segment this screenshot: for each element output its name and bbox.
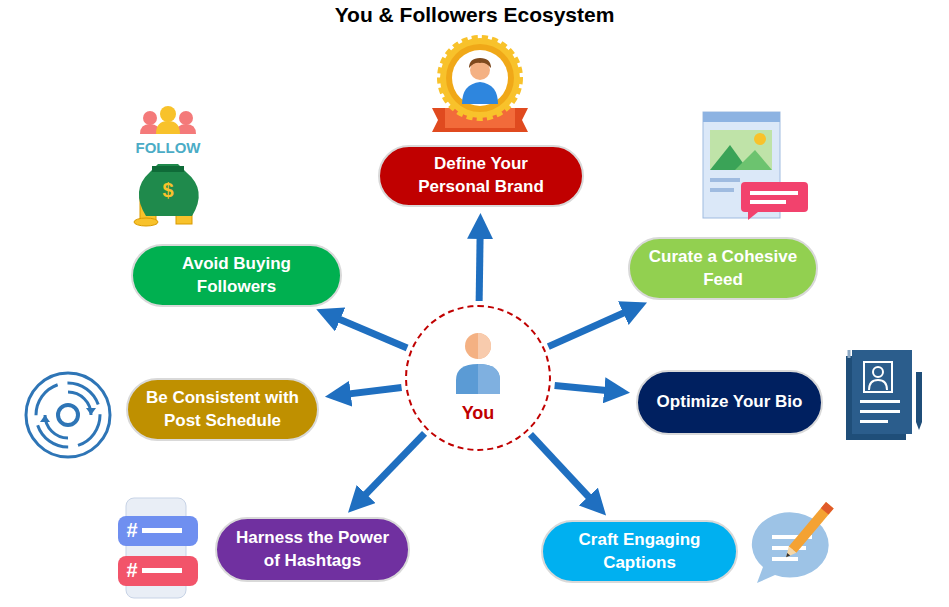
hashtag-sign: #: [120, 558, 144, 582]
caption-box: Craft Engaging Captions: [541, 520, 738, 583]
node-text: Define Your Personal Brand: [396, 153, 566, 199]
diagram-title: You & Followers Ecosystem: [0, 3, 949, 27]
follow-money-icon: [134, 106, 199, 226]
dollar-sign: $: [158, 178, 178, 202]
feed-box: Curate a Cohesive Feed: [628, 237, 818, 300]
connector-arrow: [555, 385, 622, 392]
schedule-box: Be Consistent with Post Schedule: [126, 378, 319, 441]
node-text: You: [462, 401, 495, 425]
node-text: Craft Engaging Captions: [559, 529, 720, 575]
brand-box: Define Your Personal Brand: [378, 145, 584, 207]
caption-icon: [752, 502, 834, 583]
bio-box: Optimize Your Bio: [636, 370, 823, 435]
connector-arrow: [548, 306, 639, 347]
node-text: Optimize Your Bio: [657, 391, 803, 414]
follow-text: FOLLOW: [128, 139, 208, 157]
connector-arrow: [324, 312, 408, 347]
hashtag-sign: #: [120, 518, 144, 542]
node-text: Avoid Buying Followers: [149, 253, 324, 299]
node-text: Be Consistent with Post Schedule: [144, 387, 301, 433]
medal-icon: [432, 38, 528, 132]
connector-arrow: [479, 221, 480, 301]
hashtag-icon: [118, 498, 198, 598]
node-text: Harness the Power of Hashtags: [233, 527, 392, 573]
connector-arrow: [354, 433, 425, 507]
avoid-box: Avoid Buying Followers: [131, 244, 342, 307]
you-circle: You: [405, 305, 551, 451]
node-text: Curate a Cohesive Feed: [646, 246, 800, 292]
connector-arrow: [530, 434, 600, 509]
person-icon: [456, 333, 500, 394]
feed-icon: [703, 112, 808, 220]
connector-arrow: [333, 387, 402, 395]
document-icon: [846, 350, 922, 440]
hashtag-box: Harness the Power of Hashtags: [215, 517, 410, 582]
cycle-icon: [26, 373, 110, 457]
